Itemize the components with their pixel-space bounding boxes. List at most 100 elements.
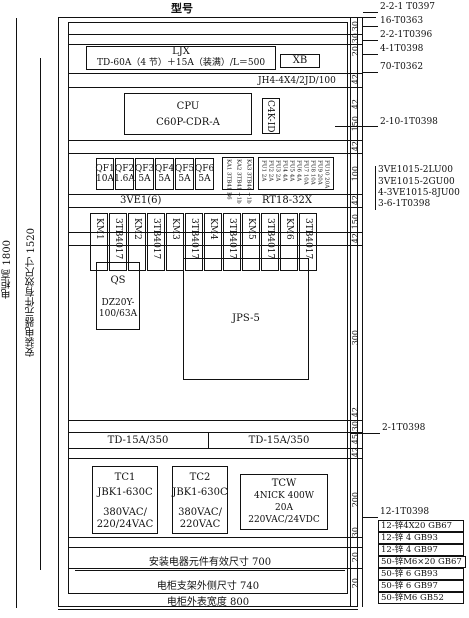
dim-line-1520 [40,58,41,570]
jps-label: JPS-5 [232,313,260,324]
jps-box [183,258,309,380]
code-box: 50-锌M6×20 GB67 [378,556,466,568]
code-label: 2-2-1 T0397 [380,2,436,12]
sep [68,420,362,421]
fu-label: FU2 2A [267,160,274,182]
code-label: 3VE1015-2LU00 [378,165,453,175]
sep [68,87,362,88]
dim-label-1800: 电柜高 1800 [2,240,13,299]
tc1-box [92,466,158,534]
code-label: 4-3VE1015-8JU00 [378,188,460,198]
dim-label-800: 电柜外表宽度 800 [166,597,250,608]
tcw-model: 4NICK 400W [253,491,315,501]
cpu-name: CPU [176,101,200,112]
tc2-model: JBK1-630C [172,487,228,498]
tc2-v2: 220VAC [179,519,221,530]
tcw-box [240,474,328,530]
fu-label: FU10 20A [323,160,330,189]
code-label: 4-1T0398 [380,44,424,54]
dim-num: 200 [351,492,360,508]
dim-num: 30 [351,421,360,432]
fu-label: FU1 2A [260,160,267,182]
ljx-name: LJX [172,46,190,57]
sep [68,207,362,208]
dim-num: 30 [351,21,360,32]
td-divider [208,432,209,448]
row-3ve-right: RT18-32X [262,195,312,206]
code-box: 12-锌4X20 GB67 [378,520,464,532]
sep [68,432,362,433]
td-left: TD-15A/350 [107,435,169,446]
dim-line-1800 [16,18,17,608]
leader [363,54,378,55]
right-dim-line-2 [362,17,363,607]
km-cell: KM2 [128,213,146,271]
tc1-v2: 220/24VAC [96,519,154,530]
dim-line-800 [58,609,358,610]
leader [363,26,378,27]
sep [68,73,362,74]
dim-num: 20 [351,46,360,57]
tcw-voltage: 220VAC/24VDC [248,515,320,525]
qs-model: DZ20Y-100/63A [98,298,138,320]
dim-num: 20 [351,552,360,563]
dim-num: 30 [351,33,360,44]
sep [68,537,362,538]
fu-label: FU6 4A [295,160,302,182]
ka3-label: KA3 3TB44 ~1b [245,159,252,204]
fu-label: FU9 20A [316,160,323,185]
xb-box [280,54,320,68]
code-label: 2-2-1T0396 [380,30,433,40]
leader [363,12,378,13]
ka-block [222,157,254,190]
ljx-spec: TD-60A（4 节）＋15A（装满）/L＝500 [96,58,266,68]
code-label: 16-T0363 [380,16,424,26]
tc1-v1: 380VAC/ [103,507,147,518]
dim-num: 42 [351,74,360,85]
qs-name: QS [110,275,126,286]
km-cell: 3TB4017 [147,213,165,271]
mid-code: 2-10-1T0398 [380,117,438,127]
cabinet-outer [58,17,358,607]
tcw-name: TCW [271,478,297,489]
tc1-name: TC1 [114,472,136,483]
km-cell: 3TB4017 [185,213,203,271]
c4k-box [262,98,280,134]
dim-label-1520: 安装电器元件有效尺寸 1520 [26,228,37,357]
qs-box [96,262,140,330]
sep [68,194,362,195]
c4k-label: C4K-ID [265,100,275,133]
dim-num: 150 [351,214,360,230]
fu-label: FU3 2A [274,160,281,182]
km-cell: KM4 [204,213,222,271]
dim-num: 45 [351,434,360,445]
km-cell: 3TB4017 [109,213,127,271]
xb-label: XB [292,55,308,66]
dim-num: 42 [351,407,360,418]
cpu-model: C60P-CDR-A [156,117,220,128]
dim-num: 42 [351,141,360,152]
cpu-box [124,93,252,135]
code-label: 3-6-1T0398 [378,199,431,209]
km-cell: 3TB4017 [261,213,279,271]
tc2-box [172,466,228,534]
km-cell: KM3 [166,213,184,271]
fu-label: FU7 10A [302,160,309,185]
td-code: 2-1T0398 [382,423,426,433]
code-label: 3VE1015-2GU00 [378,177,455,187]
dim-num: 20 [351,578,360,589]
diagram-title: 型号 [171,2,193,15]
dim-num: 150 [351,116,360,132]
leader [335,126,378,127]
code-label: 70-T0362 [380,62,424,72]
dim-num: 42 [351,447,360,458]
sep [68,245,362,246]
dim-label-740: 电柜支架外侧尺寸 740 [156,581,260,592]
dim-num: 30 [351,527,360,538]
sep [68,458,362,459]
code-box: 50-锌 6 GB97 [378,580,464,592]
